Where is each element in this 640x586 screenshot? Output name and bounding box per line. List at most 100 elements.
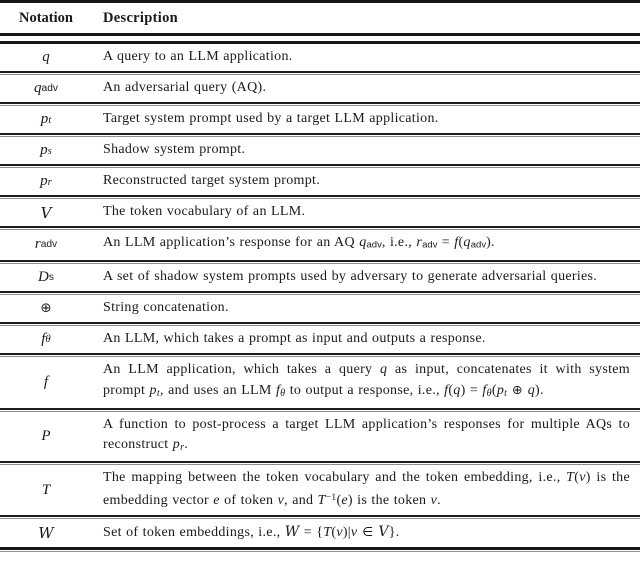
text-segment: T (323, 525, 332, 541)
text-segment: t (156, 387, 160, 399)
notation-cell: P (0, 412, 92, 462)
notation-cell: V (0, 199, 92, 226)
text-segment: f (482, 382, 487, 398)
notation-cell: W (0, 519, 92, 547)
row-separator (0, 515, 640, 520)
text-segment: r (34, 236, 41, 253)
text-segment: T (566, 470, 575, 486)
table-bottom-rule (0, 547, 640, 553)
text-segment: V (378, 524, 389, 541)
text-segment: v (579, 470, 586, 486)
text-segment: ( (448, 382, 454, 398)
text-segment: Shadow system prompt. (103, 142, 246, 157)
text-segment: r (416, 235, 423, 250)
text-segment: ( (574, 470, 580, 486)
text-segment: p (149, 382, 157, 398)
text-segment: P (41, 427, 51, 444)
text-segment: v (277, 493, 285, 509)
description-cell: Shadow system prompt. (92, 137, 640, 164)
text-segment: T (41, 481, 51, 498)
text-segment: . (184, 436, 189, 452)
row-separator (0, 407, 640, 412)
text-segment: θ (45, 333, 51, 346)
text-segment: v (336, 525, 343, 541)
text-segment: ) = (460, 382, 483, 398)
text-segment: ⊕ (40, 300, 52, 317)
text-segment: θ (486, 387, 492, 399)
text-segment: A function to post-process a target LLM … (103, 416, 630, 452)
text-segment: r (180, 441, 185, 453)
text-segment: An LLM application, which takes a query (103, 361, 381, 377)
row-separator (0, 102, 640, 106)
text-segment: p (40, 173, 48, 189)
text-segment: D (38, 268, 49, 285)
text-segment: Reconstructed target system prompt. (103, 173, 321, 188)
table-row: q A query to an LLM application. (0, 44, 640, 71)
row-separator (0, 164, 640, 168)
text-segment: q (42, 49, 50, 65)
table-top-rule (0, 0, 640, 3)
text-segment: String concatenation. (103, 299, 229, 315)
text-segment: adv (470, 239, 487, 251)
text-segment: v (430, 493, 438, 509)
text-segment: q (527, 382, 536, 398)
text-segment: p (172, 436, 181, 452)
description-cell: The mapping between the token vocabulary… (92, 465, 640, 515)
text-segment: of token (219, 493, 278, 509)
text-segment: s (48, 271, 54, 283)
text-segment: q (463, 235, 471, 250)
text-segment: e (341, 493, 348, 509)
description-cell: Reconstructed target system prompt. (92, 168, 640, 195)
text-segment: as input, concatenates it with system pr… (103, 361, 630, 398)
text-segment: adv (422, 239, 438, 251)
row-separator (0, 290, 640, 295)
text-segment: Set of token embeddings, i.e., (103, 525, 285, 541)
text-segment: ( (336, 493, 342, 509)
row-separator (0, 133, 640, 137)
description-cell: A query to an LLM application. (92, 44, 640, 71)
notation-cell: q (0, 44, 92, 71)
row-separator (0, 352, 640, 357)
text-segment: v (350, 525, 358, 541)
text-segment: −1 (325, 493, 337, 504)
notation-cell: ⊕ (0, 295, 92, 322)
text-segment: = (437, 235, 455, 250)
description-cell: An adversarial query (AQ). (92, 75, 640, 102)
text-segment: q (380, 361, 388, 377)
header-double-rule (0, 33, 640, 44)
description-cell: An LLM, which takes a prompt as input an… (92, 326, 640, 353)
text-segment: ). (535, 382, 544, 398)
description-cell: An LLM application’s response for an AQ … (92, 230, 640, 260)
description-cell: A function to post-process a target LLM … (92, 412, 640, 462)
text-segment: W (38, 524, 54, 543)
text-segment: An LLM application’s response for an AQ (103, 235, 360, 250)
table-header-row: Notation Description (0, 3, 640, 33)
text-segment: = { (299, 525, 324, 541)
description-cell: Set of token embeddings, i.e., W = {T(v)… (92, 519, 640, 547)
text-segment: ⊕ (507, 381, 528, 397)
text-segment: f (43, 373, 49, 390)
column-header-description: Description (103, 10, 178, 26)
description-cell: The token vocabulary of an LLM. (92, 199, 640, 226)
text-segment: p (40, 142, 48, 158)
text-segment: . (437, 493, 441, 509)
text-segment: f (454, 235, 459, 250)
table-row: ⊕ String concatenation. (0, 295, 640, 322)
description-cell: An LLM application, which takes a query … (92, 357, 640, 408)
text-segment: V (40, 203, 52, 222)
text-segment: }. (388, 525, 400, 541)
text-segment: t (504, 387, 508, 399)
text-segment: q (34, 80, 42, 96)
text-segment: r (47, 175, 52, 188)
text-segment: adv (41, 83, 58, 94)
notation-cell: f (0, 357, 92, 408)
